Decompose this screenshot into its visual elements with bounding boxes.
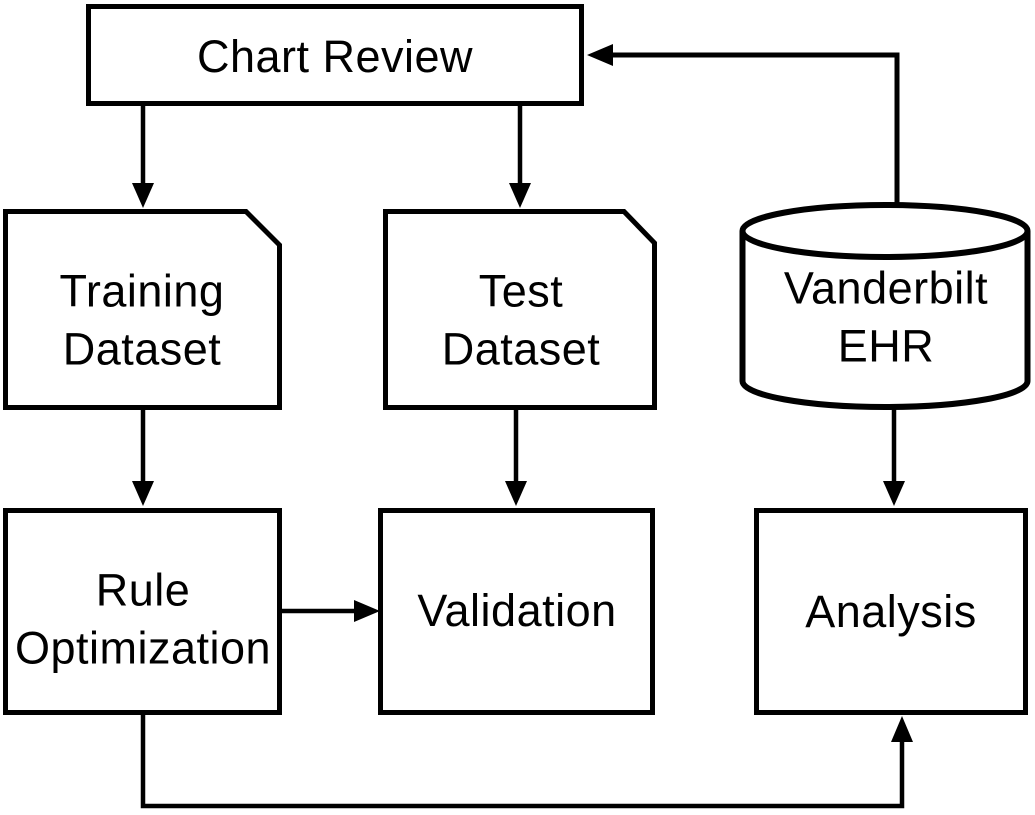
edge-training-to-ruleopt — [132, 408, 154, 506]
chart-review-label: Chart Review — [196, 31, 474, 83]
rule-optimization-node — [3, 508, 282, 715]
training-dataset-node — [3, 209, 282, 410]
edge-chartreview-to-test — [509, 104, 531, 208]
vanderbilt-ehr-label: Vanderbilt EHR — [783, 262, 989, 371]
edge-test-to-validation — [505, 408, 527, 506]
test-dataset-node — [383, 209, 657, 410]
rule-optimization-label: Rule Optimization — [14, 564, 272, 673]
test-dataset-label: Test Dataset — [441, 265, 601, 374]
validation-label: Validation — [417, 585, 617, 637]
validation-node — [378, 508, 655, 715]
chart-review-node — [86, 4, 584, 106]
edge-chartreview-to-training — [132, 104, 154, 208]
training-dataset-label: Training Dataset — [59, 265, 225, 374]
analysis-label: Analysis — [805, 586, 977, 638]
analysis-node — [754, 508, 1028, 715]
edge-ehr-to-analysis — [883, 409, 905, 506]
vanderbilt-ehr-database-node — [739, 202, 1031, 410]
edge-ruleopt-to-analysis — [140, 713, 913, 809]
edge-ehr-to-chartreview — [587, 44, 900, 206]
edge-ruleopt-to-validation — [280, 600, 380, 622]
